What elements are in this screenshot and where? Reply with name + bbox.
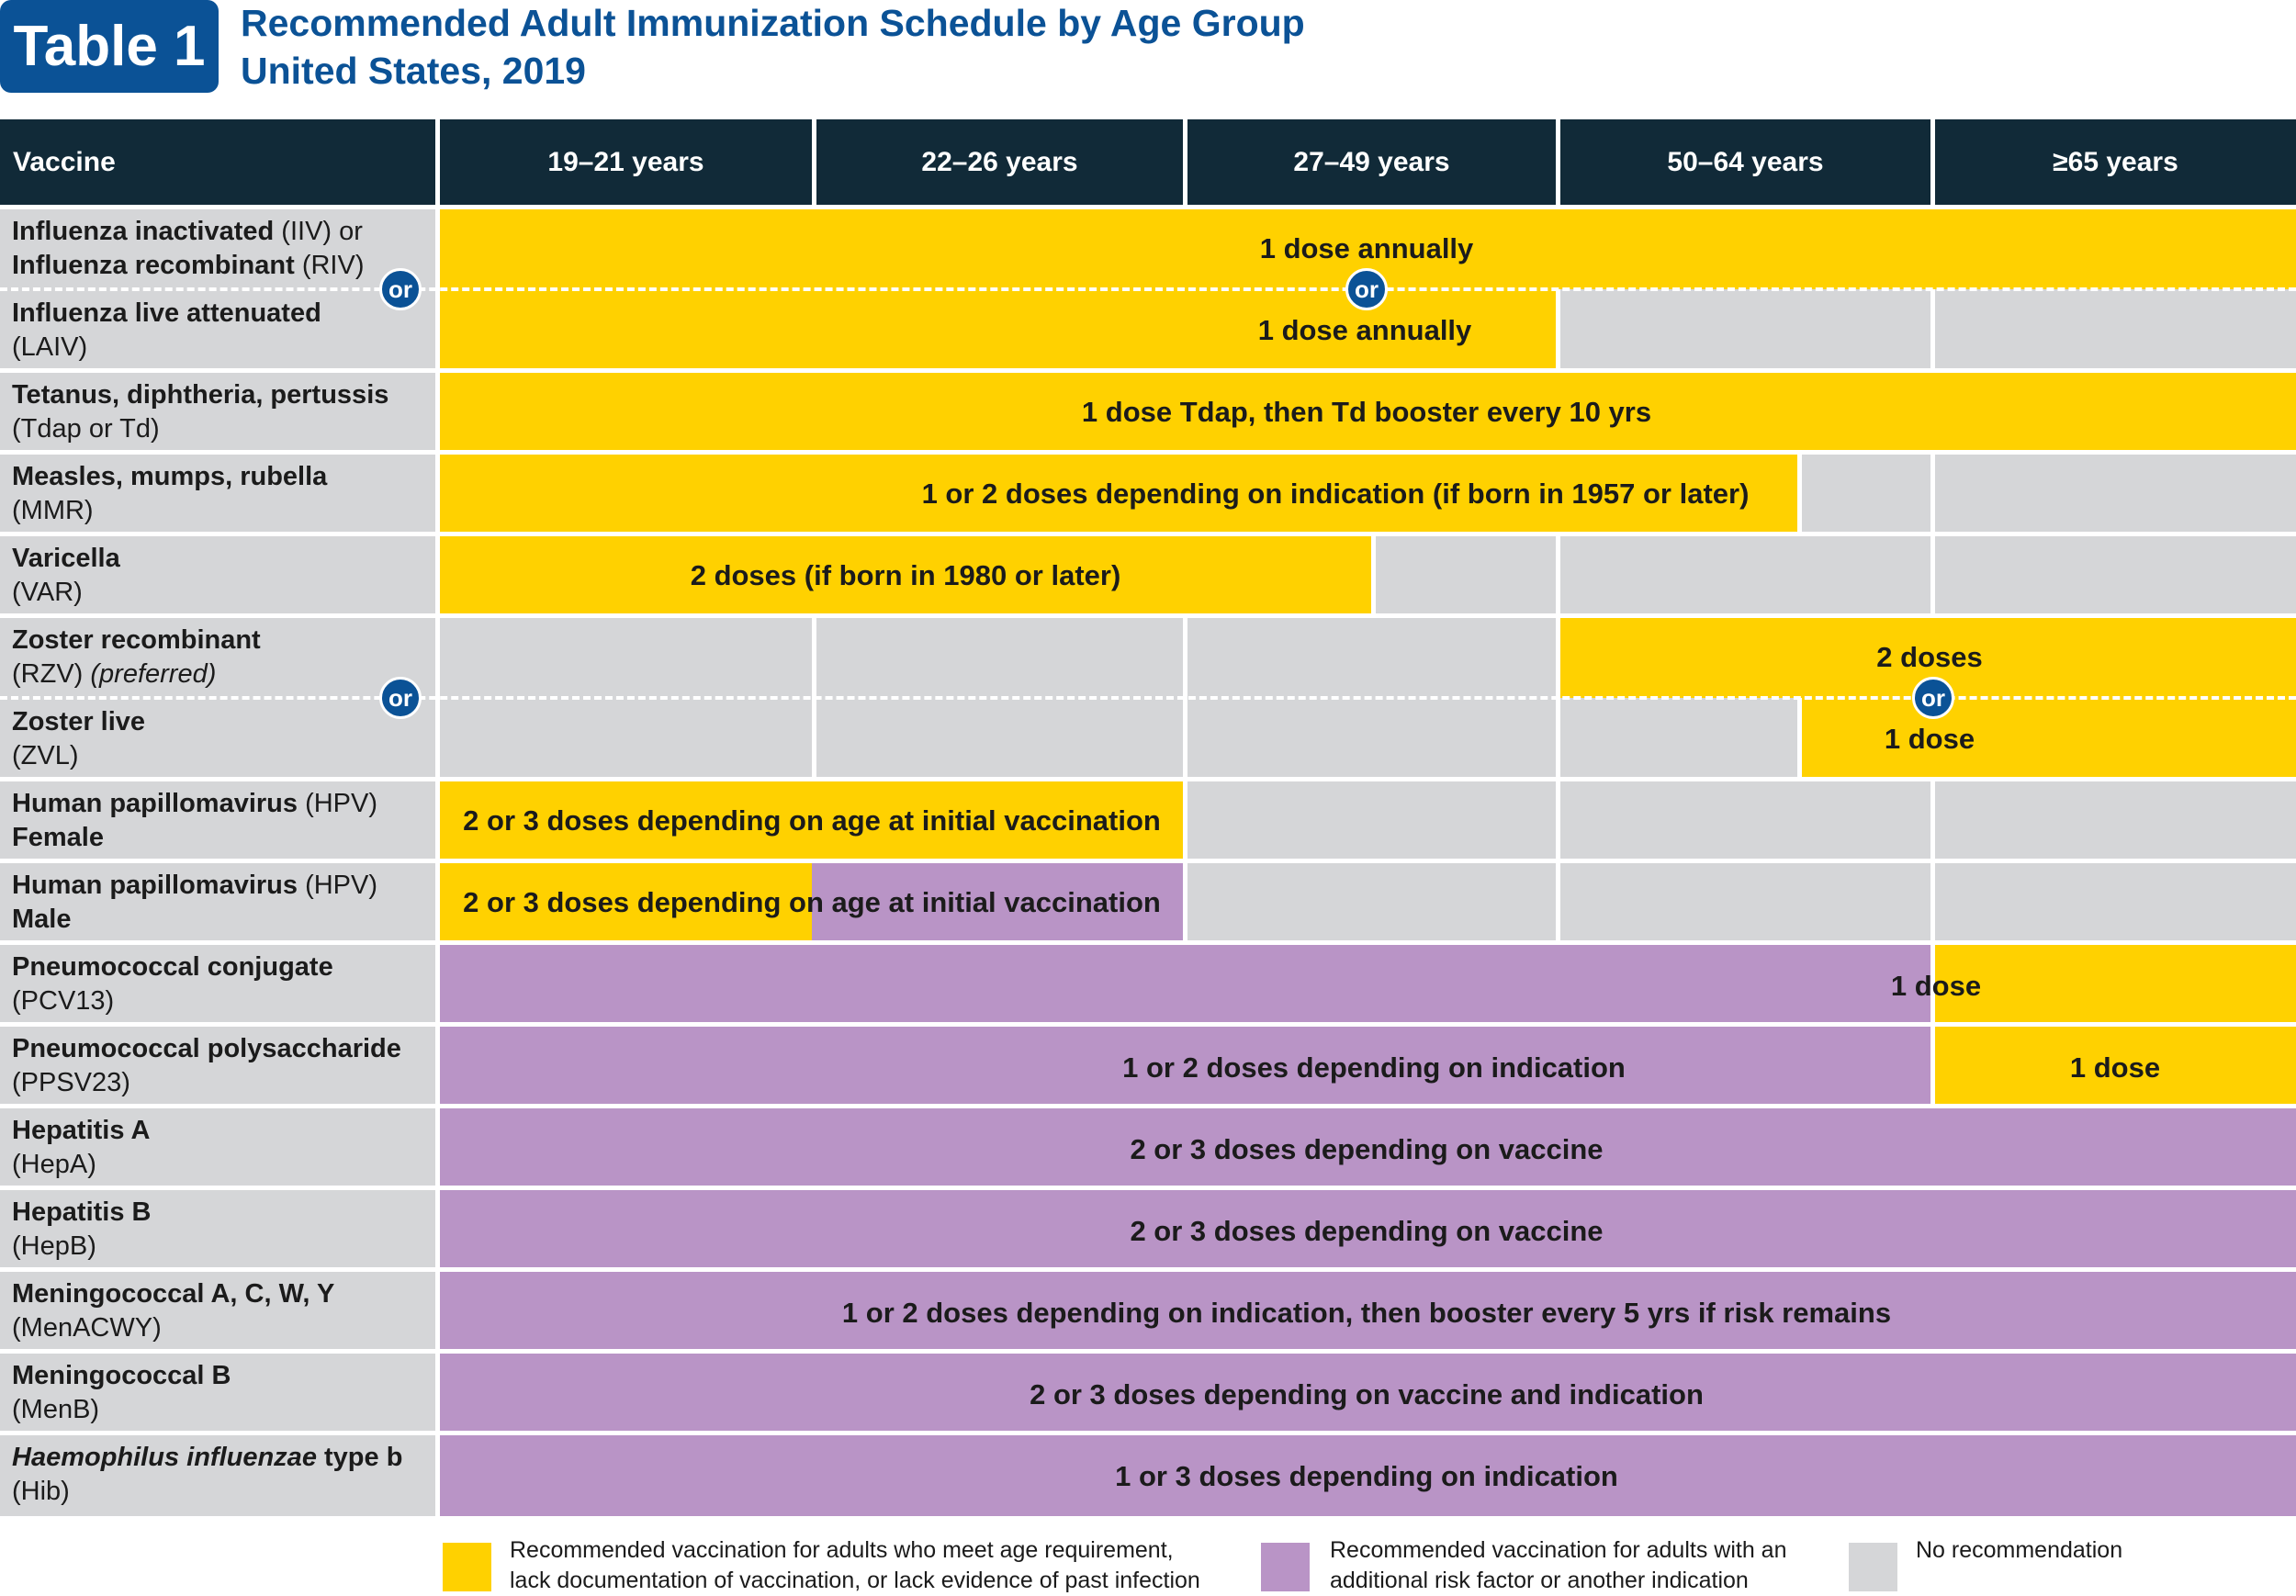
- bar-ppsv23-purple: [440, 1027, 1930, 1104]
- name-cell-ppsv23: [0, 1027, 435, 1104]
- cell-hpv-male-50-64: [1560, 863, 1930, 940]
- label-rzv: 2 doses: [1876, 641, 1983, 673]
- label-menacwy: 1 or 2 doses depending on indication, th…: [841, 1297, 1892, 1329]
- bar-var: [440, 536, 1371, 613]
- vaccine-name-var: Varicella(VAR): [12, 544, 120, 607]
- name-cell-menacwy: [0, 1272, 435, 1349]
- name-cell-mmr: [0, 455, 435, 532]
- vaccine-name-hpv-male: Human papillomavirus (HPV)Male: [12, 871, 378, 934]
- name-cell-pcv13: [0, 945, 435, 1022]
- or-badge-zoster-name: or: [379, 677, 422, 719]
- cell-var-27-49: [1376, 536, 1556, 613]
- page-subtitle: United States, 2019: [241, 50, 586, 92]
- bar-hpv-female: [440, 781, 1183, 859]
- cell-hpv-female-65-plus: [1935, 781, 2296, 859]
- label-ppsv23-purple: 1 or 2 doses depending on indication: [1122, 1051, 1626, 1084]
- vaccine-name-hib: Haemophilus influenzae type b(Hib): [12, 1443, 403, 1506]
- bar-hib: [440, 1435, 2296, 1516]
- cell-hpv-female-50-64: [1560, 781, 1930, 859]
- label-hpv-female: 2 or 3 doses depending on age at initial…: [463, 804, 1161, 837]
- vaccine-name-tdap: Tetanus, diphtheria, pertussis(Tdap or T…: [12, 380, 389, 444]
- or-badge-zoster-bar: or: [1912, 677, 1954, 719]
- page-title: Recommended Adult Immunization Schedule …: [241, 2, 1305, 44]
- vaccine-name-influenza-live: Influenza live attenuated(LAIV): [12, 298, 321, 362]
- bar-pcv13-purple: [440, 945, 1930, 1022]
- cell-var-50-64: [1560, 536, 1930, 613]
- column-header-vaccine: Vaccine: [0, 119, 435, 205]
- cell-hpv-male-27-49: [1187, 863, 1556, 940]
- vaccine-name-menacwy: Meningococcal A, C, W, Y(MenACWY): [12, 1279, 335, 1343]
- legend-text-yellow: Recommended vaccination for adults who m…: [510, 1537, 1200, 1593]
- name-cell-var: [0, 536, 435, 613]
- name-cell-hepb: [0, 1190, 435, 1267]
- name-cell-hpv-male: [0, 863, 435, 940]
- label-pcv13: 1 dose: [1890, 970, 1982, 1002]
- or-badge-influenza-name: or: [379, 268, 422, 310]
- vaccine-name-hepa: Hepatitis A(HepA): [12, 1116, 151, 1179]
- bar-menb: [440, 1354, 2296, 1431]
- cell-hpv-male-65-plus: [1935, 863, 2296, 940]
- column-header-65-plus: ≥65 years: [1935, 119, 2296, 205]
- table-badge: Table 1: [0, 0, 219, 93]
- column-header-50-64: 50–64 years: [1560, 119, 1930, 205]
- cell-zvl-50-59: [1560, 698, 1797, 777]
- cell-mmr-50-64: [1802, 455, 1930, 532]
- zoster-divider: [0, 696, 2296, 700]
- vaccine-name-rzv: Zoster recombinant(RZV) (preferred): [12, 625, 261, 689]
- label-hepb: 2 or 3 doses depending on vaccine: [1130, 1215, 1604, 1247]
- label-zvl: 1 dose: [1884, 723, 1975, 755]
- legend-swatch-purple: [1261, 1543, 1310, 1591]
- name-cell-hepa: [0, 1108, 435, 1186]
- vaccine-name-ppsv23: Pneumococcal polysaccharide(PPSV23): [12, 1034, 401, 1097]
- bar-hpv-male-purple: [812, 863, 1183, 940]
- cell-hpv-female-27-49: [1187, 781, 1556, 859]
- vaccine-name-hepb: Hepatitis B(HepB): [12, 1197, 152, 1261]
- bar-hepa: [440, 1108, 2296, 1186]
- vaccine-name-pcv13: Pneumococcal conjugate(PCV13): [12, 952, 333, 1016]
- bar-ppsv23-yellow: [1935, 1027, 2296, 1104]
- cell-influenza-laiv-50-64: [1560, 289, 1930, 368]
- cell-influenza-laiv-65-plus: [1935, 289, 2296, 368]
- label-hib: 1 or 3 doses depending on indication: [1115, 1460, 1618, 1492]
- bar-mmr: [440, 455, 1797, 532]
- legend-swatch-yellow: [443, 1543, 491, 1591]
- label-influenza-iiv: 1 dose annually: [1259, 232, 1474, 264]
- column-header-22-26: 22–26 years: [816, 119, 1183, 205]
- label-influenza-laiv: 1 dose annually: [1257, 314, 1472, 346]
- vaccine-name-influenza-recombinant: Influenza recombinant (RIV): [12, 251, 365, 280]
- bar-hepb: [440, 1190, 2296, 1267]
- bar-zvl: [1802, 698, 2296, 777]
- legend-text-purple: Recommended vaccination for adults with …: [1330, 1537, 1787, 1593]
- bar-hpv-male-yellow: [440, 863, 812, 940]
- column-header-27-49: 27–49 years: [1187, 119, 1556, 205]
- vaccine-name-mmr: Measles, mumps, rubella(MMR): [12, 462, 328, 525]
- bar-pcv13-yellow: [1935, 945, 2296, 1022]
- legend-text-gray: No recommendation: [1916, 1537, 2123, 1563]
- vaccine-name-hpv-female: Human papillomavirus (HPV)Female: [12, 789, 378, 852]
- influenza-divider: [0, 287, 2296, 291]
- label-hpv-male: 2 or 3 doses depending on age at initial…: [463, 886, 1161, 918]
- label-tdap: 1 dose Tdap, then Td booster every 10 yr…: [1081, 396, 1652, 428]
- cell-var-65-plus: [1935, 536, 2296, 613]
- vaccine-name-zvl: Zoster live(ZVL): [12, 707, 146, 770]
- column-header-19-21: 19–21 years: [440, 119, 812, 205]
- or-badge-influenza-bar: or: [1345, 268, 1388, 310]
- vaccine-name-influenza-inactivated: Influenza inactivated (IIV) or: [12, 217, 363, 246]
- label-menb: 2 or 3 doses depending on vaccine and in…: [1030, 1378, 1704, 1411]
- bar-tdap: [440, 373, 2296, 450]
- label-var: 2 doses (if born in 1980 or later): [690, 559, 1121, 591]
- legend-swatch-gray: [1849, 1543, 1897, 1591]
- label-mmr: 1 or 2 doses depending on indication (if…: [921, 478, 1750, 510]
- bar-menacwy: [440, 1272, 2296, 1349]
- name-cell-tdap: [0, 373, 435, 450]
- label-hepa: 2 or 3 doses depending on vaccine: [1130, 1133, 1604, 1165]
- name-cell-hpv-female: [0, 781, 435, 859]
- name-cell-menb: [0, 1354, 435, 1431]
- label-ppsv23-yellow: 1 dose: [2069, 1051, 2161, 1084]
- vaccine-name-menb: Meningococcal B(MenB): [12, 1361, 231, 1424]
- name-cell-hib: [0, 1435, 435, 1516]
- cell-mmr-65-plus: [1935, 455, 2296, 532]
